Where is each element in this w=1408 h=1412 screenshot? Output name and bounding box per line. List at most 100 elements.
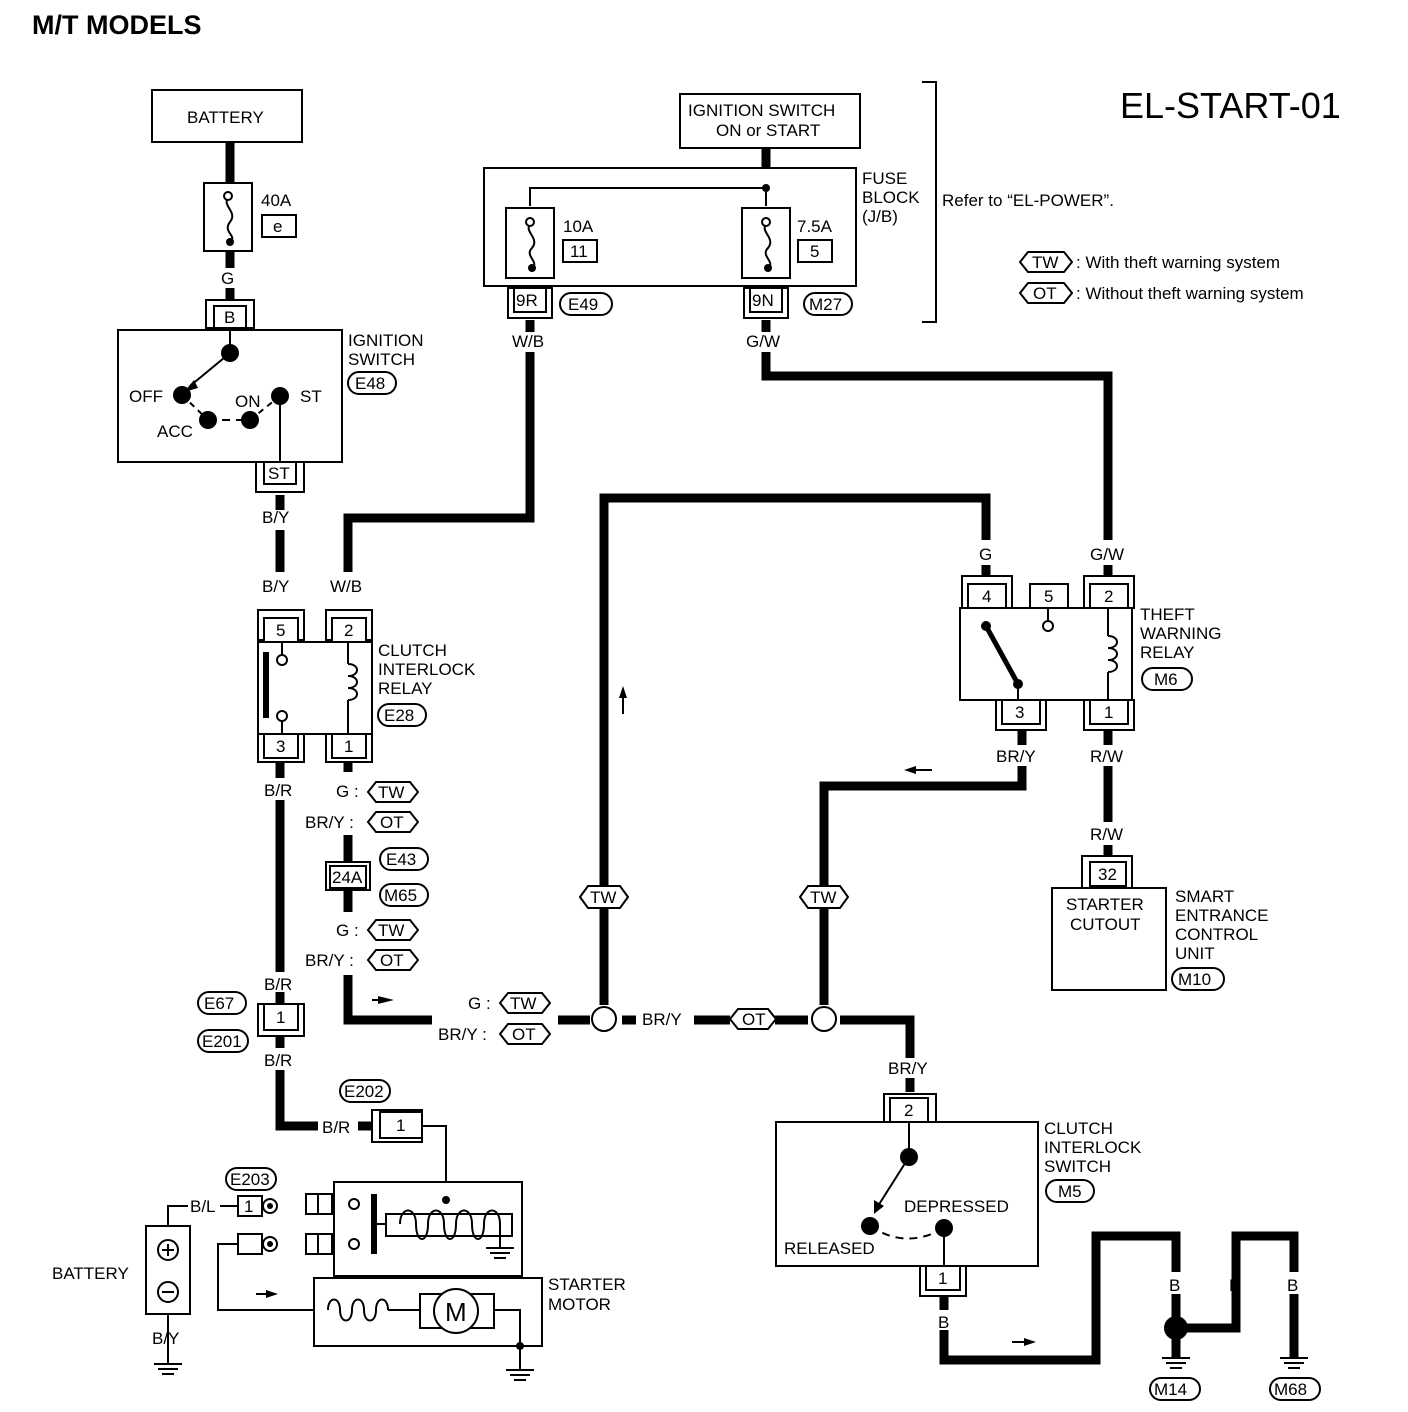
- clutch-interlock-relay-body: [257, 641, 373, 735]
- connector-9r: [513, 287, 547, 313]
- ground-symbol-solenoid: [486, 1247, 514, 1259]
- wire-color-bl: B/L: [190, 1197, 216, 1216]
- ignition-switch-label-1: IGNITION: [348, 331, 424, 350]
- starter-motor-label-1: STARTER: [548, 1275, 626, 1294]
- pin-s2: 2: [904, 1101, 913, 1120]
- pin-r2: 2: [344, 621, 353, 640]
- battery-top-label: BATTERY: [187, 108, 264, 127]
- tag-tw-3: [498, 992, 552, 1014]
- connector-e43: E43: [386, 850, 416, 869]
- legend-ot-tag: [1018, 282, 1074, 304]
- field-coil: [327, 1298, 389, 1322]
- starter-motor-label-2: MOTOR: [548, 1295, 611, 1314]
- connector-e203-badge: [225, 1167, 277, 1191]
- ground-symbol-battery: [154, 1363, 182, 1375]
- fuse-10a-id-box: [562, 239, 598, 263]
- pin-t2: 2: [1104, 587, 1113, 606]
- wire-color-b-1: B: [1169, 1276, 1180, 1295]
- pin-t4: 4: [982, 587, 991, 606]
- smart-pin32: [1089, 861, 1127, 887]
- connector-m68-badge: [1269, 1377, 1321, 1401]
- ign-switch-top-line2: ON or START: [716, 121, 820, 140]
- theft-pin5: [1029, 583, 1069, 609]
- junction-2: [811, 1006, 837, 1032]
- wire-color-by-2: B/Y: [262, 577, 289, 596]
- connector-m10-badge: [1171, 967, 1225, 991]
- switch-pin1: [925, 1265, 961, 1291]
- connector-e49-badge: [559, 292, 613, 316]
- wire-color-g-top: G: [221, 269, 234, 288]
- theft-relay-coil: [1107, 635, 1118, 673]
- tag-tw-1: [366, 781, 420, 803]
- connector-st: [263, 461, 297, 485]
- connector-b: [213, 305, 247, 329]
- tag-tw-5: [798, 885, 850, 909]
- wire-g-colon-3: G :: [468, 994, 491, 1013]
- ign-pos-on: ON: [235, 392, 261, 411]
- fuse-10a-id: 11: [570, 242, 588, 261]
- tag-ot-4: [728, 1008, 778, 1030]
- power-bracket: [922, 81, 937, 323]
- wire-color-bry-switch: BR/Y: [888, 1059, 928, 1078]
- clutch-relay-label-2: INTERLOCK: [378, 660, 476, 679]
- tag-tw-4-text: TW: [590, 888, 616, 907]
- wire-color-br-4: B/R: [322, 1118, 350, 1137]
- solenoid-coil: [399, 1209, 501, 1240]
- theft-pin4: [967, 583, 1007, 609]
- connector-e67-pin: [263, 1003, 299, 1031]
- connector-m6: M6: [1154, 670, 1178, 689]
- tag-ot-3-text: OT: [512, 1025, 536, 1044]
- connector-e48-badge: [347, 371, 397, 395]
- connector-24a: [329, 865, 367, 889]
- flow-arrow-right-2: [1024, 1338, 1036, 1346]
- pin-32: 32: [1098, 865, 1117, 884]
- connector-e202: E202: [344, 1082, 384, 1101]
- fuse-7-5a-rating: 7.5A: [797, 217, 833, 236]
- ground-symbol-m14: [1162, 1357, 1190, 1369]
- relay-pin3: [263, 733, 299, 759]
- theft-pin1: [1089, 699, 1129, 725]
- fuse-40a-element: [225, 197, 234, 243]
- connector-m5-badge: [1045, 1179, 1095, 1203]
- wire-color-br-3: B/R: [264, 1051, 292, 1070]
- battery-top-box: [151, 89, 303, 143]
- wire-color-bry-theft: BR/Y: [996, 747, 1036, 766]
- wire-color-br-1: B/R: [264, 781, 292, 800]
- wire-g-colon-1: G :: [336, 782, 359, 801]
- wire-color-b-switch: B: [938, 1313, 949, 1332]
- relay-pin1: [331, 733, 367, 759]
- pin-9n: 9N: [752, 291, 774, 310]
- wire-g-colon-2: G :: [336, 921, 359, 940]
- fuse-40a-id-box: [261, 214, 297, 238]
- tag-tw-4: [578, 885, 630, 909]
- terminal-b: [237, 1233, 263, 1255]
- pin-s1: 1: [938, 1269, 947, 1288]
- fuse-10a-element: [527, 223, 536, 269]
- clutch-switch-label-3: SWITCH: [1044, 1157, 1111, 1176]
- connector-m6-badge: [1141, 667, 1193, 691]
- connector-m27-badge: [803, 292, 853, 316]
- connector-e49: E49: [568, 295, 598, 314]
- wire-color-wb-top: W/B: [512, 332, 544, 351]
- clutch-interlock-switch-body: [775, 1121, 1039, 1267]
- pin-b: B: [224, 308, 235, 327]
- connector-m68: M68: [1274, 1380, 1307, 1399]
- fuse-10a-rating: 10A: [563, 217, 594, 236]
- refer-note: Refer to “EL-POWER”.: [942, 191, 1114, 210]
- smart-unit-label-3: CONTROL: [1175, 925, 1258, 944]
- fuse-7-5a-element: [763, 223, 772, 269]
- tag-tw-5-text: TW: [810, 888, 836, 907]
- connector-e201-badge: [197, 1029, 249, 1053]
- ground-joint: [1164, 1316, 1188, 1340]
- pin-t1: 1: [1104, 703, 1113, 722]
- fuse-block-label-3: (J/B): [862, 207, 898, 226]
- wire-color-gw-theft: G/W: [1090, 545, 1124, 564]
- pin-24a: 24A: [332, 868, 363, 887]
- ign-pos-st: ST: [300, 387, 322, 406]
- starter-cutout-label-1: STARTER: [1066, 895, 1144, 914]
- ign-pos-acc: ACC: [157, 422, 193, 441]
- fuse-7-5a-id-box: [797, 239, 833, 263]
- wire-color-wb-relay: W/B: [330, 577, 362, 596]
- tag-ot-1-text: OT: [380, 813, 404, 832]
- connector-m14: M14: [1154, 1380, 1187, 1399]
